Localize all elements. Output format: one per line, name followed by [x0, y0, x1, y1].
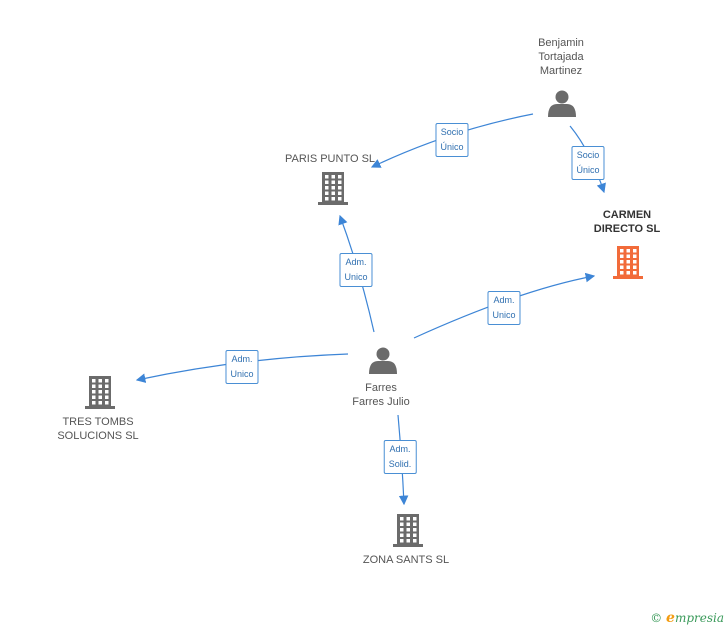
node-label-carmen[interactable]: CARMEN DIRECTO SL — [593, 209, 661, 235]
building-icon-zona[interactable] — [393, 514, 423, 547]
edge-label-farres-carmen[interactable]: Adm. Unico — [487, 291, 521, 325]
edge-label-farres-tres[interactable]: Adm. Unico — [225, 350, 259, 384]
person-icon-farres[interactable] — [369, 347, 397, 375]
brand-initial: e — [666, 610, 675, 626]
brand-name: mpresia — [674, 611, 724, 625]
node-label-zona[interactable]: ZONA SANTS SL — [362, 554, 450, 566]
node-label-paris[interactable]: PARIS PUNTO SL — [284, 153, 376, 165]
person-icon-benjamin[interactable] — [548, 90, 576, 118]
empresia-brand: © empresia — [650, 610, 724, 626]
node-label-farres[interactable]: Farres Farres Julio — [352, 382, 410, 408]
building-icon-paris[interactable] — [318, 172, 348, 205]
edge-label-farres-paris[interactable]: Adm. Unico — [339, 253, 373, 287]
building-icon-tres[interactable] — [85, 376, 115, 409]
edge-label-benjamin-carmen[interactable]: Socio Único — [571, 146, 605, 180]
node-label-benjamin[interactable]: Benjamin Tortajada Martinez — [538, 37, 584, 77]
edge-label-farres-zona[interactable]: Adm. Solid. — [383, 440, 417, 474]
copyright-symbol: © — [650, 611, 663, 625]
building-icon-carmen[interactable] — [613, 246, 643, 279]
edge-label-benjamin-paris[interactable]: Socio Único — [435, 123, 469, 157]
node-label-tres[interactable]: TRES TOMBS SOLUCIONS SL — [57, 416, 139, 442]
